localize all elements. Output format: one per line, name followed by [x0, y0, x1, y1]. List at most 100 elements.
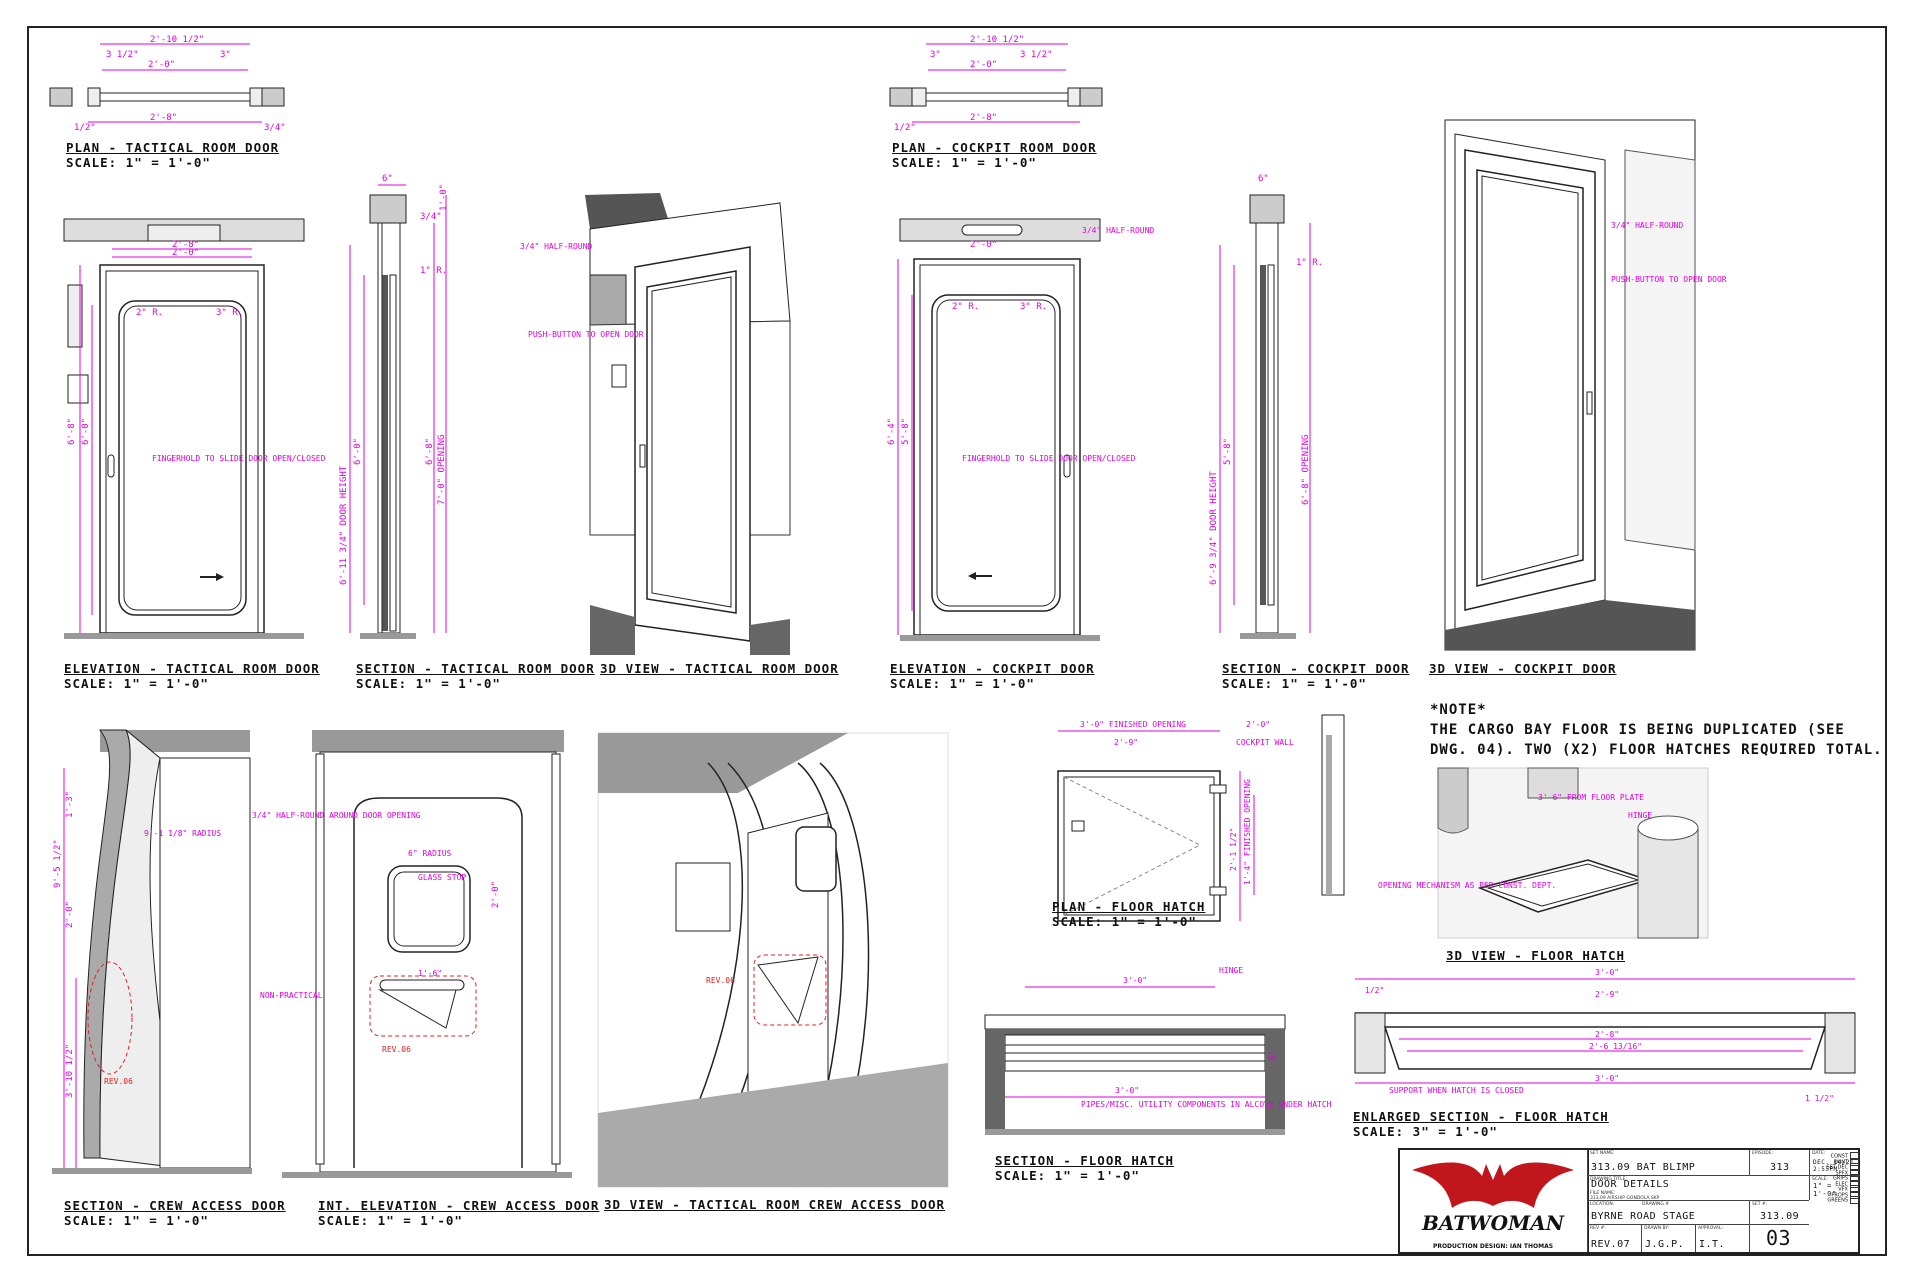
checklist-label: PROPS [1831, 1192, 1848, 1198]
cell-value: 313.09 AIRSHIP GONDOLA.SKP [1590, 1196, 1660, 1201]
dim-label: 2'-1 1/2" [1229, 828, 1238, 871]
view-title: PLAN - TACTICAL ROOM DOOR [66, 140, 280, 155]
dim-label: 6'-0" [353, 438, 363, 465]
cell-drawn-by: DRAWN BY: J.G.P. [1641, 1224, 1695, 1252]
note-text: THE CARGO BAY FLOOR IS BEING DUPLICATED … [1430, 722, 1883, 758]
elev-cockpit-view: 6'-4" 5'-8" 2" R. 3" R. 2'-0" 3/4" HALF-… [870, 185, 1154, 695]
note-pipes: PIPES/MISC. UTILITY COMPONENTS IN ALCOVE… [1081, 1100, 1332, 1109]
dim-label: 2'-0" [65, 901, 75, 928]
view-caption: INT. ELEVATION - CREW ACCESS DOOR SCALE:… [318, 1198, 599, 1228]
cell-set-no: SET #: 313.09 [1749, 1200, 1809, 1224]
checkbox-icon[interactable] [1850, 1157, 1859, 1166]
checklist-label: GREENS [1827, 1197, 1848, 1204]
sect-hatch-drawing: 3'-0" HINGE 3'-0" PIPES/MISC. UTILITY CO… [984, 966, 1332, 1135]
3d-cockpit-view: 3/4" HALF-ROUND PUSH-BUTTON TO OPEN DOOR… [1425, 110, 1727, 695]
3d-tactical-view: 3/4" HALF-ROUND PUSH-BUTTON TO OPEN DOOR… [500, 185, 838, 695]
dim-label: 3" [930, 50, 941, 60]
cell-value: DEC. 14/21 2:55PM [1813, 1159, 1855, 1173]
cell-value: J.G.P. [1645, 1239, 1685, 1250]
3d-tactical-drawing: 3/4" HALF-ROUND PUSH-BUTTON TO OPEN DOOR [520, 193, 791, 655]
note-fingerhold: FINGERHOLD TO SLIDE DOOR OPEN/CLOSED [962, 454, 1136, 463]
view-caption: SECTION - CREW ACCESS DOOR SCALE: 1" = 1… [64, 1198, 286, 1228]
dim-label: 2" R. [136, 308, 163, 318]
dim-label: 6" [1258, 174, 1269, 184]
dim-label: 5'-8" [901, 418, 911, 445]
cell-label: DATE: [1812, 1151, 1826, 1156]
dim-label: 6'-8" OPENING [1301, 435, 1311, 505]
elev-cockpit-drawing: 6'-4" 5'-8" 2" R. 3" R. 2'-0" 3/4" HALF-… [887, 218, 1154, 641]
3d-crew-drawing: REV.06 [597, 732, 949, 1188]
note-glass-stop: GLASS STOP [418, 873, 466, 882]
checklist-item: PAINT [1813, 1157, 1859, 1166]
checkbox-icon[interactable] [1850, 1185, 1859, 1193]
view-title: INT. ELEVATION - CREW ACCESS DOOR [318, 1198, 600, 1213]
dim-label: 6" [382, 174, 393, 184]
elev-tactical-drawing: 2'-8" 2'-0" 6'-8" 6'-0" 2" R. 3" R. FING… [63, 218, 326, 639]
dim-label: 3" R. [1020, 302, 1047, 312]
dim-label: 9'-5 1/2" [53, 839, 63, 888]
checkbox-icon[interactable] [1850, 1190, 1859, 1199]
sect-cockpit-view: 6'-9 3/4" DOOR HEIGHT 5'-8" 6'-8" OPENIN… [1200, 165, 1409, 695]
checkbox-icon[interactable] [1850, 1152, 1859, 1160]
cell-drawing-no: DRAWING # 03 [1642, 1202, 1809, 1252]
view-title: ENLARGED SECTION - FLOOR HATCH [1353, 1109, 1609, 1124]
checkbox-icon[interactable] [1850, 1174, 1859, 1182]
cell-label: SET #: [1752, 1202, 1768, 1207]
view-scale: SCALE: 1" = 1'-0" [64, 676, 209, 691]
view-caption: PLAN - FLOOR HATCH SCALE: 1" = 1'-0" [1052, 899, 1205, 929]
dim-label: 1/2" [1365, 986, 1384, 995]
view-scale: SCALE: 1" = 1'-0" [892, 155, 1037, 170]
view-title: ELEVATION - TACTICAL ROOM DOOR [64, 661, 320, 676]
checkbox-icon[interactable] [1850, 1196, 1859, 1204]
view-title: PLAN - FLOOR HATCH [1052, 899, 1206, 914]
dim-label: 8" [1268, 1050, 1278, 1061]
plan-cockpit-drawing: 2'-10 1/2" 2'-0" 2'-8" 3 1/2" 3" 1/2" [889, 35, 1103, 133]
dim-label: 2'-8" [1595, 1030, 1619, 1039]
view-scale: SCALE: 3" = 1'-0" [1353, 1124, 1498, 1139]
cell-label: SET NAME: [1590, 1151, 1615, 1156]
cell-label: DRAWN BY: [1644, 1226, 1669, 1231]
cell-episode: EPISODE: 313 [1749, 1150, 1809, 1175]
note-hinge: HINGE [1219, 966, 1243, 975]
view-scale: SCALE: 1" = 1'-0" [64, 1213, 209, 1228]
view-title: 3D VIEW - COCKPIT DOOR [1429, 661, 1617, 676]
logo-wordmark: BATWOMAN [1421, 1211, 1565, 1235]
plan-tactical-drawing: 2'-10 1/2" 2'-0" 2'-8" 3 1/2" 3" 1/2" 3/… [49, 35, 286, 133]
view-scale: SCALE: 1" = 1'-0" [995, 1168, 1140, 1183]
3d-hatch-view: 3'-6" FROM FLOOR PLATE HINGE OPENING MEC… [1378, 767, 1709, 968]
dim-label: 2'-9" [1595, 990, 1619, 999]
dim-label: 3/4" [420, 212, 442, 222]
dim-label: 6'-8" [67, 418, 77, 445]
view-title: 3D VIEW - FLOOR HATCH [1446, 948, 1626, 963]
checkbox-icon[interactable] [1850, 1163, 1859, 1171]
note-non-practical: NON-PRACTICAL [260, 991, 323, 1000]
checklist-label: CONST [1830, 1153, 1848, 1160]
rev-tag: REV.06 [706, 976, 735, 985]
cell-value: DOOR DETAILS [1591, 1179, 1670, 1190]
dim-label: 1 1/2" [1805, 1094, 1834, 1103]
note-half-round-around: 3/4" HALF-ROUND AROUND DOOR OPENING [252, 811, 421, 820]
sect-tactical-drawing: 6" 3/4" 1" R. 6'-11 3/4" DOOR HEIGHT 6'-… [339, 174, 449, 639]
dim-label: 2'-6 13/16" [1589, 1042, 1642, 1051]
dim-label: 3'-10 1/2" [65, 1044, 75, 1098]
checkbox-icon[interactable] [1850, 1179, 1859, 1188]
dim-label: 2'-8" [172, 240, 199, 250]
checklist-item: SET DEC [1813, 1163, 1859, 1171]
view-title: SECTION - TACTICAL ROOM DOOR [356, 661, 595, 676]
note-half-round: 3/4" HALF-ROUND [520, 242, 592, 251]
3d-hatch-callout: OPENING MECHANISM AS PER CONST. DEPT. [1378, 881, 1556, 890]
production-design: PRODUCTION DESIGN: IAN THOMAS [1433, 1243, 1553, 1250]
checkbox-icon[interactable] [1850, 1168, 1859, 1177]
view-scale: SCALE: 1" = 1'-0" [318, 1213, 463, 1228]
note-support: SUPPORT WHEN HATCH IS CLOSED [1389, 1086, 1524, 1095]
note-opening-mech: OPENING MECHANISM AS PER CONST. DEPT. [1378, 881, 1556, 890]
dim-label: 3 1/2" [106, 50, 139, 60]
dim-label: 2" R. [952, 302, 979, 312]
view-title: SECTION - FLOOR HATCH [995, 1153, 1175, 1168]
checklist-item: ELEC [1813, 1179, 1859, 1188]
dim-label: 2'-8" [970, 113, 997, 123]
dim-label: 2'-0" [970, 60, 997, 70]
dim-label: 1" R. [1296, 258, 1323, 268]
dim-label: 5'-8" [1223, 438, 1233, 465]
cell-label: FILE NAME: [1590, 1191, 1616, 1196]
